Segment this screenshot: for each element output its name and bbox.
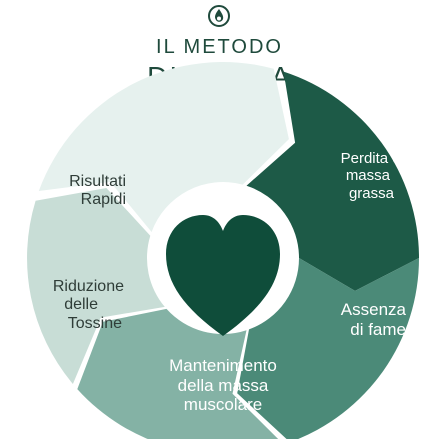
label-line: della massa [177, 375, 269, 395]
wheel-segment-perdita-di-massa-grassa [246, 71, 419, 291]
label-line: muscolare [183, 395, 263, 415]
wheel-segment-risultati-rapidi [38, 62, 289, 233]
label-line: di fame [350, 319, 406, 339]
label-line: Assenza [340, 300, 406, 319]
label-line: massa [345, 167, 390, 185]
segment-label-perdita-di-massa-grassa: Perdita di massa grassa [300, 150, 404, 202]
label-line: Tossine [67, 314, 122, 332]
wheel-segment-assenza-di-fame [237, 258, 419, 439]
heart-icon [166, 215, 280, 336]
header-title-line-1: IL METODO [156, 36, 283, 58]
segment-label-mantenimento-massa-muscolare: Mantenimento della massa muscolare [138, 356, 308, 415]
label-line: delle [64, 296, 98, 314]
label-line: Mantenimento [169, 356, 277, 375]
wheel-segment-riduzione-delle-tossine [27, 188, 165, 384]
label-line: Perdita di [340, 150, 404, 167]
label-line: grassa [348, 184, 394, 202]
segment-label-riduzione-delle-tossine: Riduzione delle Tossine [10, 278, 124, 333]
leaf-drop-icon [208, 5, 230, 27]
label-line: Riduzione [52, 278, 124, 295]
label-line: Rapidi [80, 191, 126, 209]
label-line: Risultati [69, 173, 126, 190]
segment-label-assenza-di-fame: Assenza di fame [306, 300, 406, 339]
wheel-segment-mantenimento-massa-muscolare [77, 308, 279, 439]
segment-label-risultati-rapidi: Risultati Rapidi [30, 173, 126, 210]
